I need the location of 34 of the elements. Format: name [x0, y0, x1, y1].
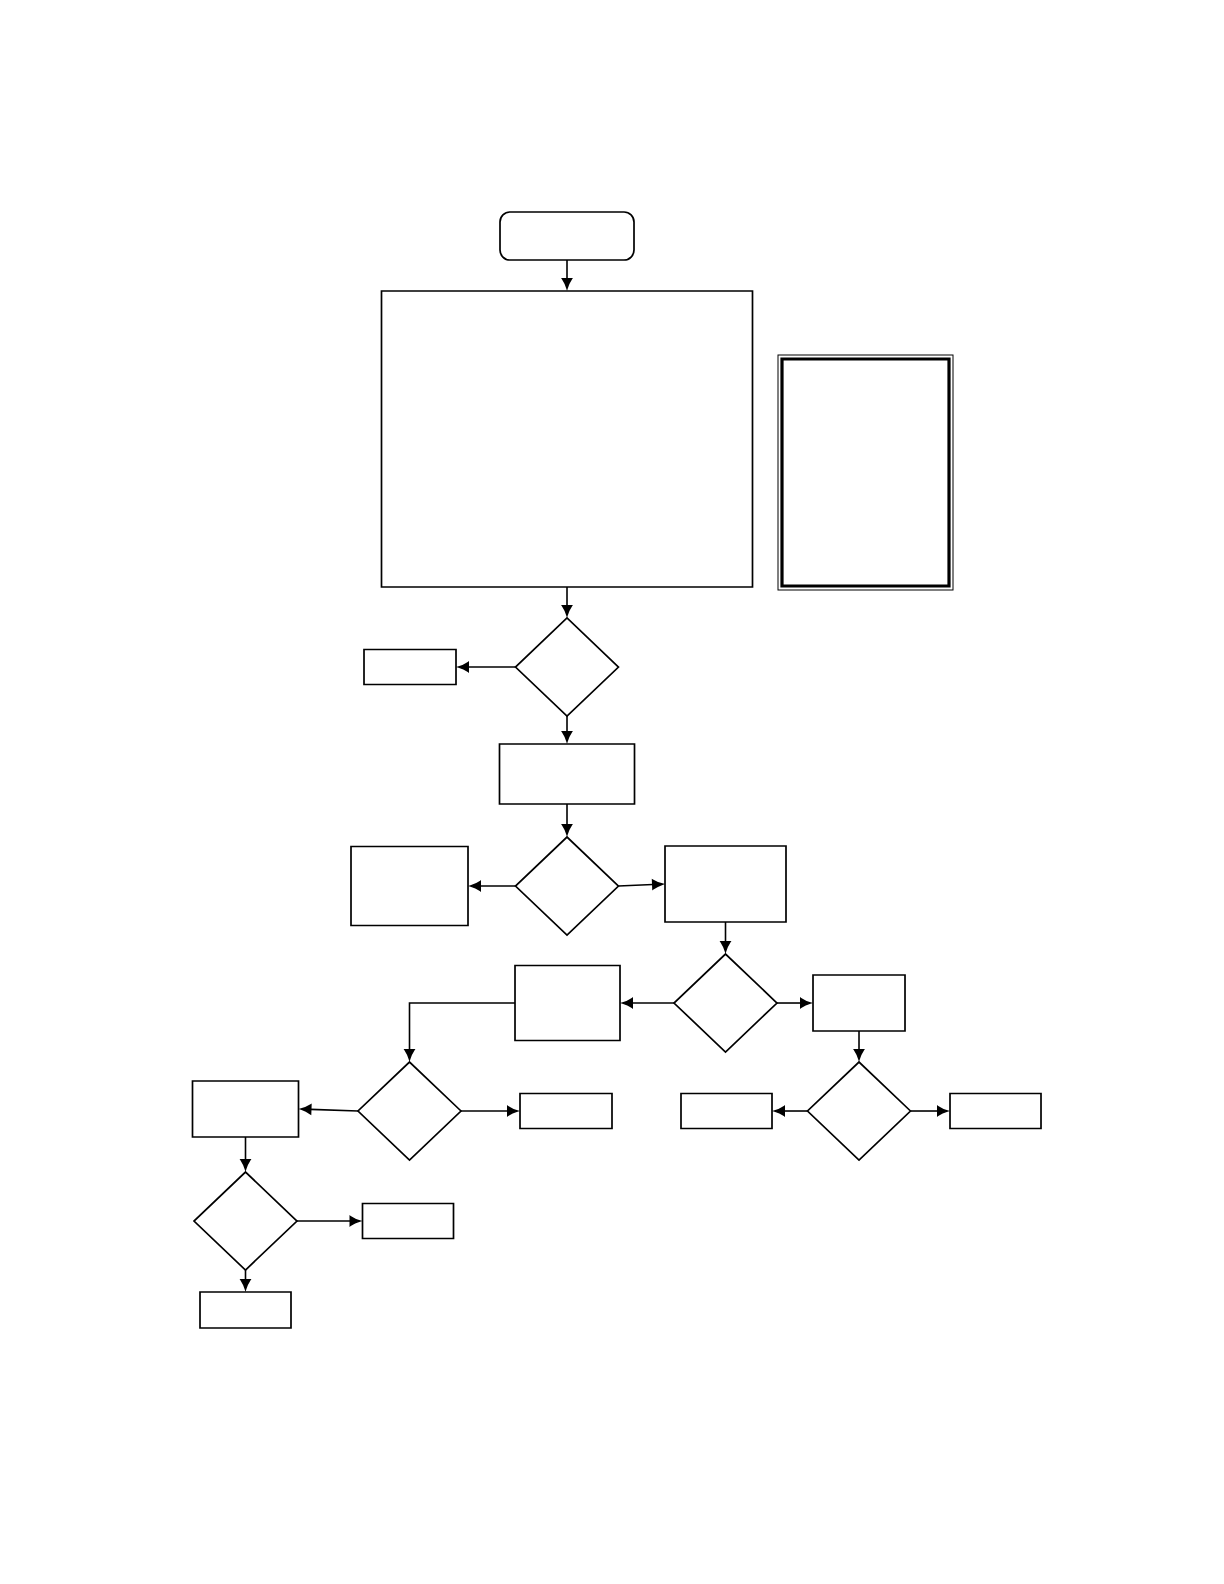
process-box: [514, 964, 621, 1042]
arrow: [460, 1105, 519, 1117]
arrow: [561, 715, 573, 743]
arrow: [296, 1215, 361, 1227]
arrow: [469, 880, 517, 892]
process-box: [949, 1092, 1042, 1130]
arrow: [853, 1030, 865, 1061]
arrow: [240, 1136, 251, 1171]
arrow: [773, 1105, 809, 1117]
arrow: [240, 1269, 251, 1291]
process-box: [361, 1202, 455, 1240]
arrow: [776, 997, 812, 1009]
process-box: [191, 1080, 300, 1138]
arrow: [561, 259, 573, 290]
process-box: [519, 1092, 613, 1130]
process-box: [380, 290, 754, 588]
arrow: [621, 997, 675, 1009]
arrow: [561, 803, 573, 836]
arrow: [404, 1002, 516, 1061]
arrow: [457, 661, 517, 673]
arrow: [561, 586, 573, 617]
arrow: [720, 921, 731, 953]
process-box: [350, 845, 469, 927]
process-box: [199, 1291, 292, 1329]
process-box: [680, 1092, 773, 1130]
process-box: [812, 974, 906, 1032]
arrow: [909, 1105, 949, 1117]
arrow: [300, 1104, 359, 1115]
process-box: [664, 845, 787, 923]
arrow: [617, 879, 664, 890]
rounded-box: [499, 211, 635, 261]
process-box: [498, 743, 636, 805]
process-box: [363, 648, 457, 686]
framed-box: [777, 354, 954, 591]
